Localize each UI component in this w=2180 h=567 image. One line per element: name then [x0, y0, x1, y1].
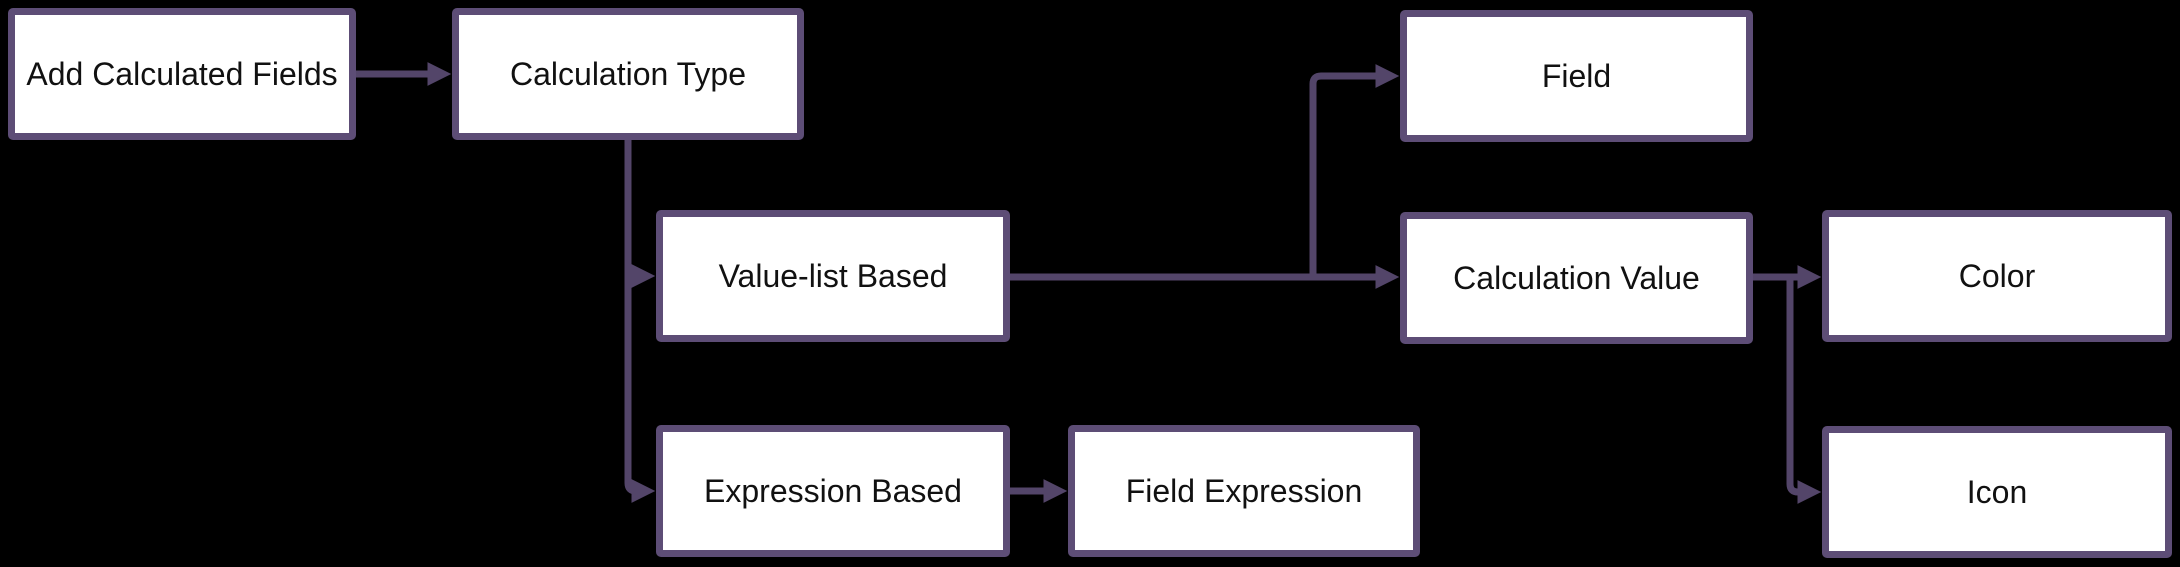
node-icon: Icon [1822, 426, 2172, 558]
node-field: Field [1400, 10, 1753, 142]
edge-value-list-based-to-field [1309, 64, 1400, 277]
node-value-list-based: Value-list Based [656, 210, 1010, 342]
node-field-expression: Field Expression [1068, 425, 1420, 557]
node-add-calculated-fields: Add Calculated Fields [8, 8, 356, 140]
edge-calculation-type-to-expression-based [624, 140, 656, 503]
node-expression-based: Expression Based [656, 425, 1010, 557]
edge-calculation-value-to-icon [1786, 277, 1822, 504]
node-calculation-value: Calculation Value [1400, 212, 1753, 344]
node-color: Color [1822, 210, 2172, 342]
node-calculation-type: Calculation Type [452, 8, 804, 140]
